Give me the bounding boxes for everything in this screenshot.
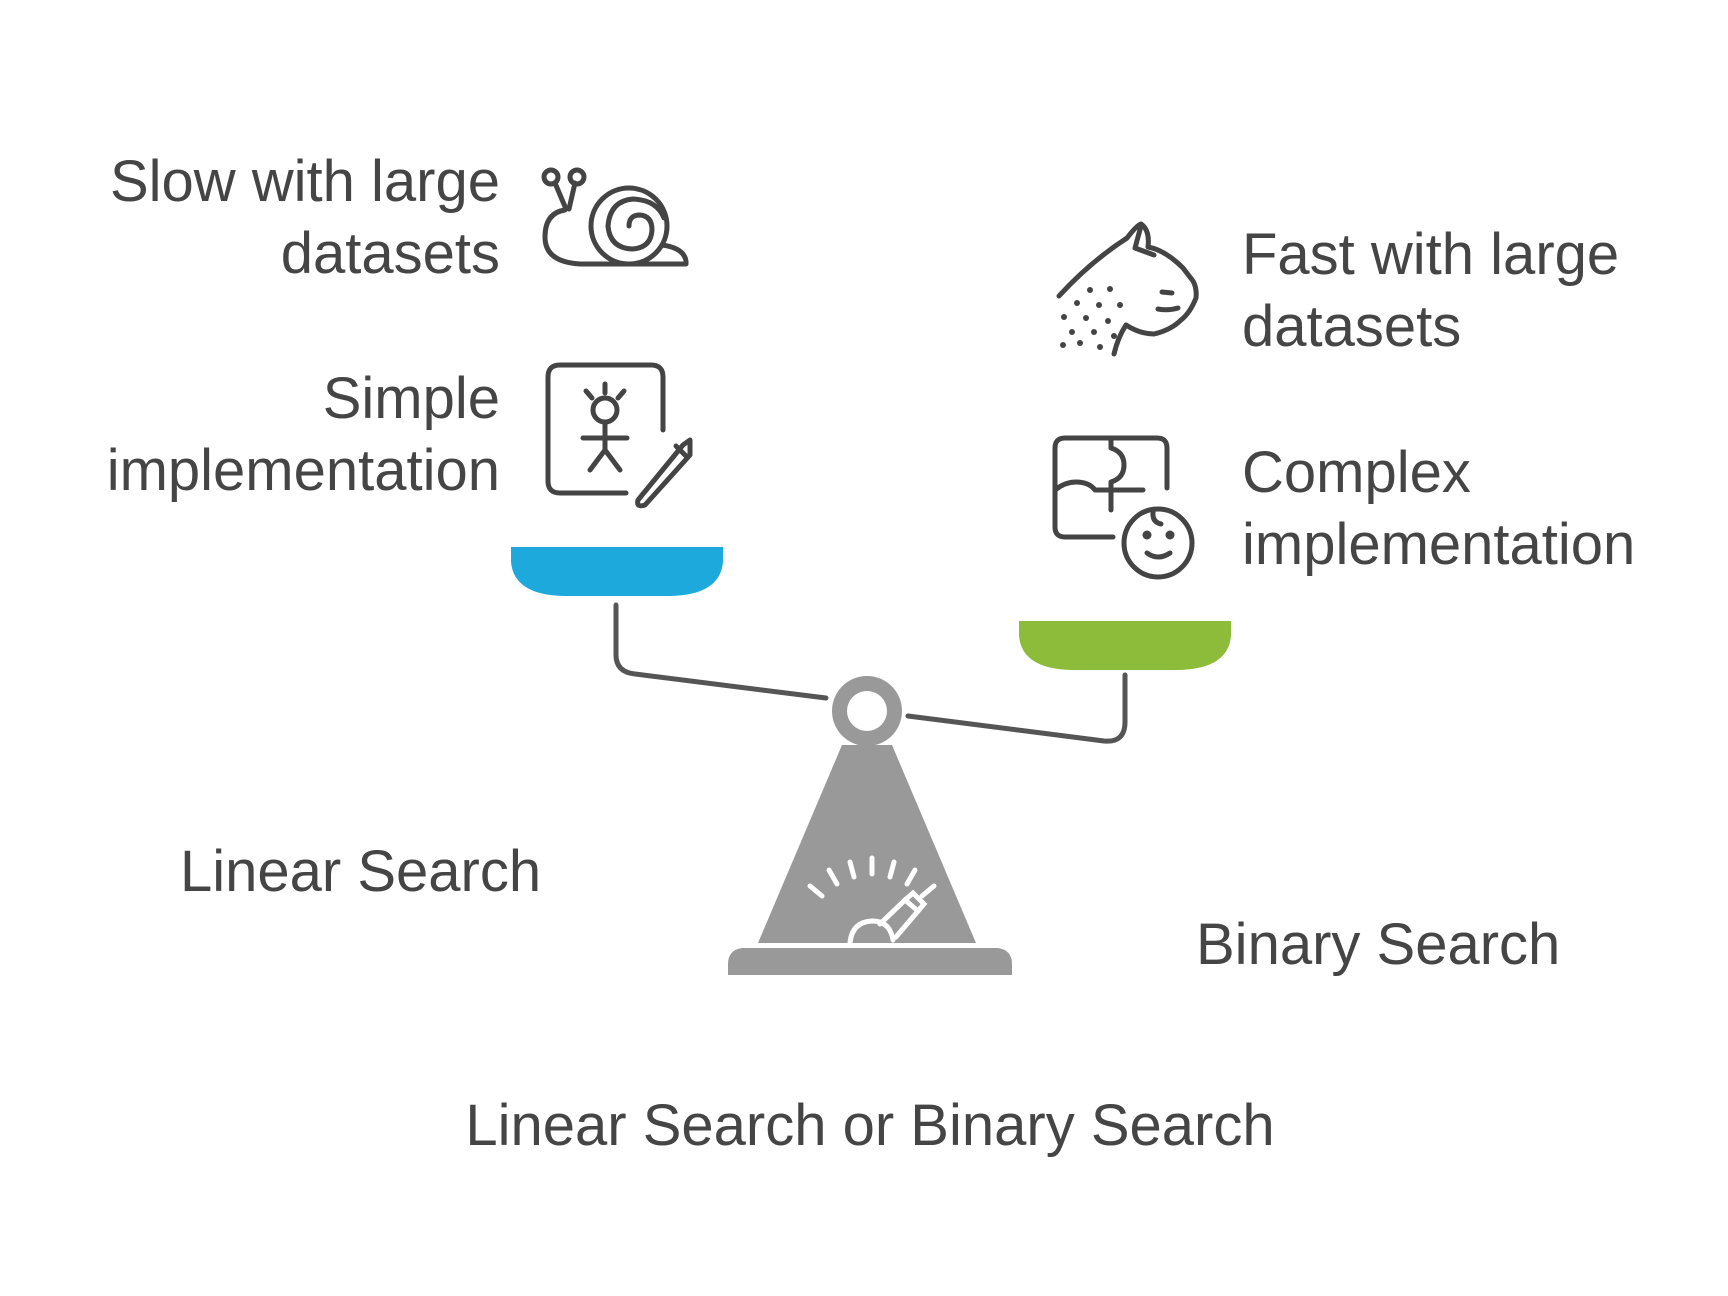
gauge-icon: [807, 855, 937, 946]
left-option-name: Linear Search: [180, 839, 542, 904]
right-point-2-line-1: Complex: [1242, 440, 1471, 505]
right-pan: [1019, 621, 1231, 670]
left-point-2-text: Simple implementation: [107, 363, 500, 507]
snail-icon: [541, 167, 689, 267]
left-point-2-line-1: Simple: [322, 366, 500, 431]
right-point-2-text: Complex implementation: [1242, 437, 1635, 581]
scale-pivot: [832, 676, 902, 746]
left-point-1-text: Slow with large datasets: [110, 146, 500, 290]
right-point-1-line-1: Fast with large: [1242, 222, 1620, 287]
right-point-1-text: Fast with large datasets: [1242, 219, 1619, 363]
right-point-2-line-2: implementation: [1242, 512, 1636, 577]
right-point-1-line-2: datasets: [1242, 294, 1462, 359]
left-point-1-line-2: datasets: [280, 221, 500, 286]
left-point-2-line-2: implementation: [106, 438, 500, 503]
scale-beam: [613, 602, 1128, 744]
scale-stand: [758, 745, 976, 943]
scale-base: [728, 948, 1012, 975]
puzzle-face-icon: [1052, 435, 1195, 580]
right-option-name: Binary Search: [1196, 912, 1561, 977]
left-pan: [511, 547, 723, 596]
diagram-title: Linear Search or Binary Search: [465, 1093, 1275, 1158]
cheetah-icon: [1056, 221, 1199, 357]
child-drawing-icon: [545, 362, 693, 509]
left-point-1-line-1: Slow with large: [109, 149, 500, 214]
